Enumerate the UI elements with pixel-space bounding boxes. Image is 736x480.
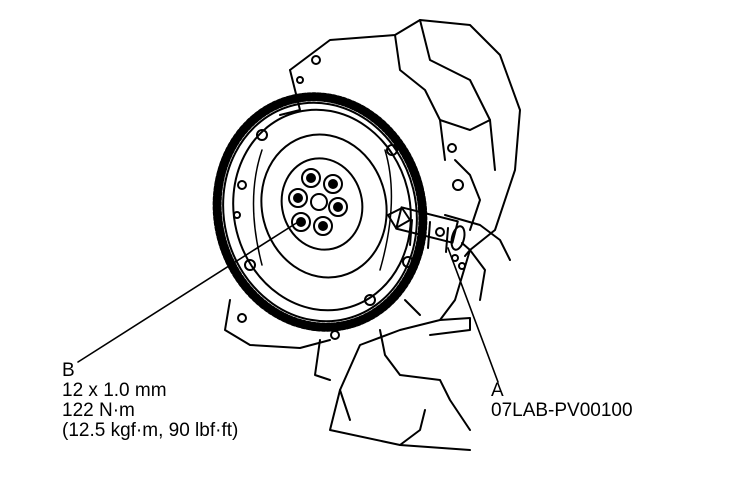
leader-line-b (77, 221, 299, 363)
tool-part-number: 07LAB-PV00100 (491, 400, 633, 421)
flywheel (212, 92, 428, 332)
bolt-size: 12 x 1.0 mm (62, 380, 167, 401)
flywheel-bolts (288, 168, 348, 236)
callout-b-letter: B (62, 360, 75, 381)
leader-line-a (447, 247, 499, 383)
ring-gear-holder-tool (387, 206, 471, 270)
callout-a: A 07LAB-PV00100 (491, 381, 633, 421)
engine-block (224, 19, 521, 451)
torque-alt: (12.5 kgf·m, 90 lbf·ft) (62, 420, 239, 441)
callout-a-letter: A (491, 380, 504, 401)
torque-nm: 122 N·m (62, 400, 135, 421)
callout-b: B 12 x 1.0 mm 122 N·m (12.5 kgf·m, 90 lb… (62, 361, 238, 441)
